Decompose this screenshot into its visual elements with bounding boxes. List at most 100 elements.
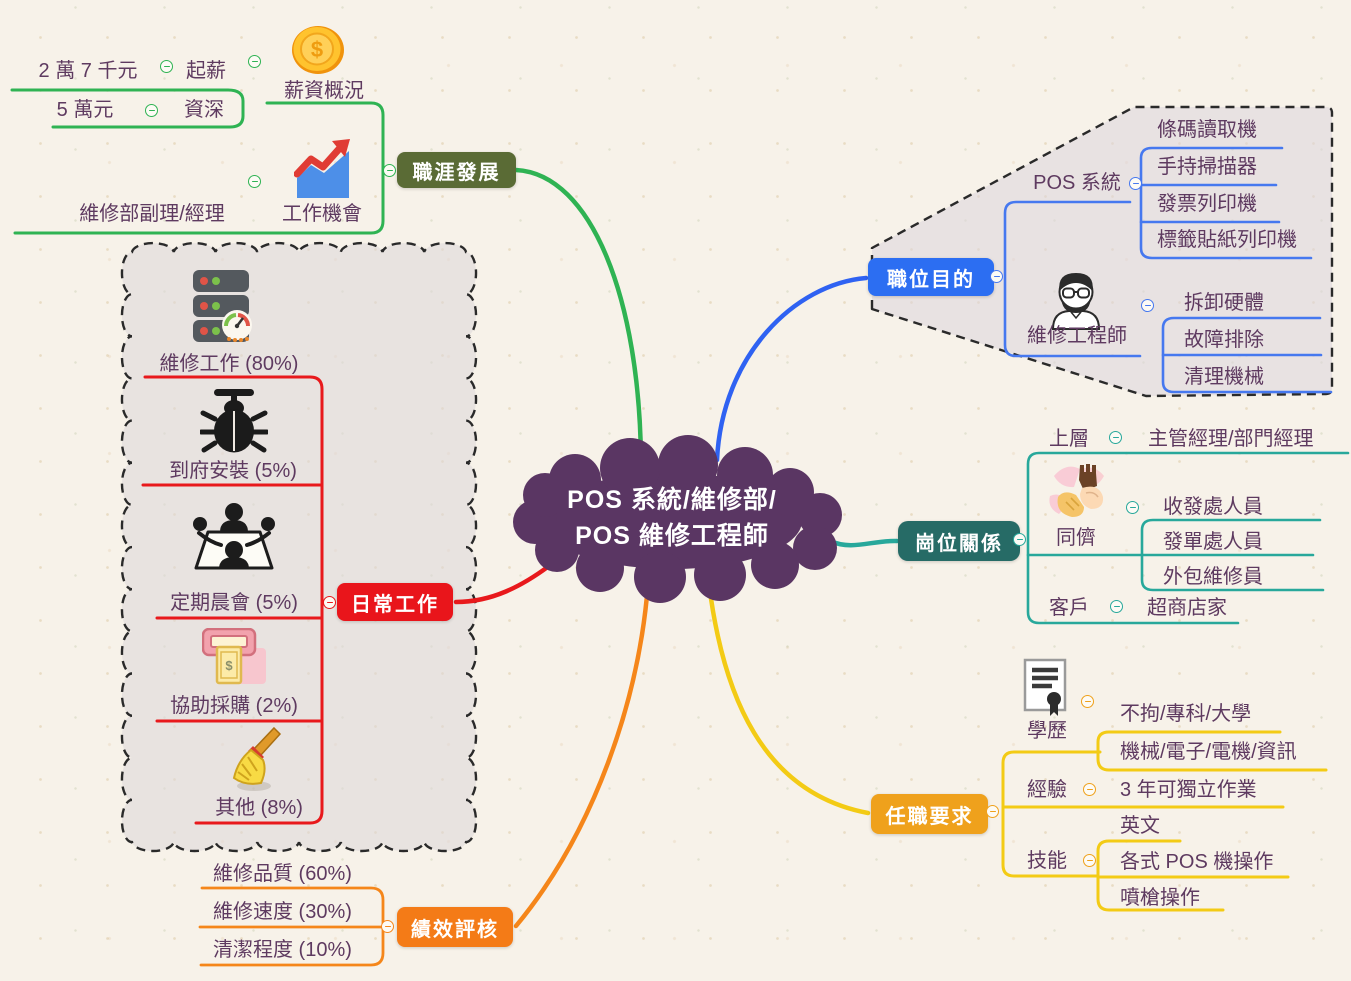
career-curve — [513, 167, 644, 465]
svg-text:$: $ — [225, 658, 233, 673]
career-start-salary-value[interactable]: 2 萬 7 千元 — [38, 60, 138, 82]
relations-upper-value[interactable]: 主管經理/部門經理 — [1148, 428, 1314, 450]
relations-peer-item[interactable]: 收發處人員 — [1163, 496, 1263, 518]
certificate-icon — [1023, 658, 1071, 723]
central-topic-line1: POS 系統/維修部/ — [567, 486, 777, 514]
daily-branch-lines — [141, 375, 324, 825]
engineer-avatar-icon — [1043, 268, 1109, 335]
collapse-handle[interactable] — [990, 270, 1003, 283]
relations-customer[interactable]: 客戶 — [1049, 597, 1089, 619]
node-performance-label: 績效評核 — [411, 918, 499, 941]
purpose-pos-system[interactable]: POS 系統 — [1033, 172, 1121, 194]
relations-customer-value[interactable]: 超商店家 — [1147, 597, 1227, 619]
collapse-handle[interactable] — [1129, 177, 1142, 190]
node-requirements[interactable]: 任職要求 — [871, 794, 988, 834]
broom-icon — [230, 726, 284, 797]
collapse-handle[interactable] — [1013, 533, 1026, 546]
collapse-handle[interactable] — [1081, 695, 1094, 708]
node-purpose[interactable]: 職位目的 — [868, 258, 994, 296]
collapse-handle[interactable] — [383, 164, 396, 177]
purpose-engineer[interactable]: 維修工程師 — [1027, 325, 1127, 347]
daily-item[interactable]: 維修工作 (80%) — [159, 353, 299, 375]
svg-text:$: $ — [311, 37, 323, 62]
purpose-pos-item[interactable]: 發票列印機 — [1157, 193, 1257, 215]
relations-peer-item[interactable]: 發單處人員 — [1163, 531, 1263, 553]
collapse-handle[interactable] — [160, 60, 173, 73]
bug-icon — [198, 387, 270, 460]
node-career[interactable]: 職涯發展 — [397, 152, 516, 188]
requirements-skill-item[interactable]: 各式 POS 機操作 — [1120, 851, 1274, 873]
daily-item[interactable]: 到府安裝 (5%) — [169, 460, 297, 482]
teamwork-hands-icon — [1046, 460, 1110, 527]
daily-item[interactable]: 定期晨會 (5%) — [170, 592, 298, 614]
node-relations-label: 崗位關係 — [915, 532, 1003, 555]
node-daily-label: 日常工作 — [351, 593, 439, 616]
purpose-boundary[interactable] — [870, 105, 1334, 398]
requirements-experience[interactable]: 經驗 — [1027, 779, 1067, 801]
career-senior-salary-label[interactable]: 資深 — [184, 99, 224, 121]
collapse-handle[interactable] — [1126, 501, 1139, 514]
central-topic-line2: POS 維修工程師 — [575, 522, 769, 550]
daily-curve — [453, 563, 552, 605]
relations-upper[interactable]: 上層 — [1049, 428, 1089, 450]
purpose-curve — [714, 275, 869, 463]
collapse-handle[interactable] — [1083, 783, 1096, 796]
branch-curves — [453, 167, 900, 929]
performance-item[interactable]: 維修品質 (60%) — [213, 863, 352, 885]
collapse-handle[interactable] — [1109, 431, 1122, 444]
node-requirements-label: 任職要求 — [885, 805, 974, 828]
node-daily[interactable]: 日常工作 — [337, 583, 453, 621]
daily-work-boundary[interactable] — [120, 241, 478, 853]
collapse-handle[interactable] — [1110, 600, 1123, 613]
collapse-handle[interactable] — [986, 805, 999, 818]
requirements-education[interactable]: 學歷 — [1027, 720, 1067, 742]
collapse-handle[interactable] — [323, 596, 336, 609]
career-opportunity-title[interactable]: 工作機會 — [282, 203, 362, 225]
requirements-experience-value[interactable]: 3 年可獨立作業 — [1120, 779, 1257, 801]
requirements-education-item[interactable]: 不拘/專科/大學 — [1120, 703, 1252, 725]
purpose-pos-item[interactable]: 標籤貼紙列印機 — [1157, 229, 1297, 251]
purpose-engineer-item[interactable]: 故障排除 — [1184, 329, 1264, 351]
meeting-icon — [186, 500, 282, 587]
requirements-skills[interactable]: 技能 — [1027, 850, 1067, 872]
purpose-engineer-item[interactable]: 清理機械 — [1184, 366, 1264, 388]
gold-coin-icon: $ — [290, 25, 346, 80]
relations-branch-lines — [1026, 451, 1350, 625]
requirements-branch-lines — [1001, 730, 1328, 912]
central-topic-cloud[interactable] — [500, 430, 860, 610]
growth-chart-icon — [293, 138, 352, 205]
purpose-branch-lines — [1003, 146, 1333, 394]
performance-item[interactable]: 清潔程度 (10%) — [213, 939, 352, 961]
career-opportunity-value[interactable]: 維修部副理/經理 — [79, 203, 225, 225]
node-performance[interactable]: 績效評核 — [397, 907, 513, 947]
collapse-handle[interactable] — [1141, 299, 1154, 312]
node-relations[interactable]: 崗位關係 — [898, 521, 1020, 561]
collapse-handle[interactable] — [248, 55, 261, 68]
collapse-handle[interactable] — [248, 175, 261, 188]
daily-item[interactable]: 其他 (8%) — [215, 797, 303, 819]
purpose-pos-item[interactable]: 條碼讀取機 — [1157, 119, 1257, 141]
collapse-handle[interactable] — [1083, 854, 1096, 867]
collapse-handle[interactable] — [145, 104, 158, 117]
career-start-salary-label[interactable]: 起薪 — [186, 60, 226, 82]
node-career-label: 職涯發展 — [412, 161, 501, 184]
relations-peers[interactable]: 同儕 — [1056, 527, 1096, 549]
purpose-pos-item[interactable]: 手持掃描器 — [1157, 156, 1257, 178]
career-salary-title[interactable]: 薪資概況 — [284, 80, 364, 102]
requirements-skill-item[interactable]: 噴槍操作 — [1120, 887, 1200, 909]
central-topic[interactable]: POS 系統/維修部/ POS 維修工程師 — [517, 482, 827, 554]
daily-item[interactable]: 協助採購 (2%) — [170, 695, 298, 717]
purpose-engineer-item[interactable]: 拆卸硬體 — [1184, 292, 1264, 314]
performance-item[interactable]: 維修速度 (30%) — [213, 901, 352, 923]
server-rack-icon — [190, 268, 254, 355]
node-purpose-label: 職位目的 — [887, 268, 975, 291]
performance-curve — [513, 581, 651, 929]
career-senior-salary-value[interactable]: 5 萬元 — [56, 99, 114, 121]
relations-peer-item[interactable]: 外包維修員 — [1163, 566, 1263, 588]
requirements-education-item[interactable]: 機械/電子/電機/資訊 — [1120, 741, 1297, 763]
requirements-skill-item[interactable]: 英文 — [1120, 815, 1160, 837]
collapse-handle[interactable] — [381, 920, 394, 933]
requirements-curve — [706, 581, 871, 816]
